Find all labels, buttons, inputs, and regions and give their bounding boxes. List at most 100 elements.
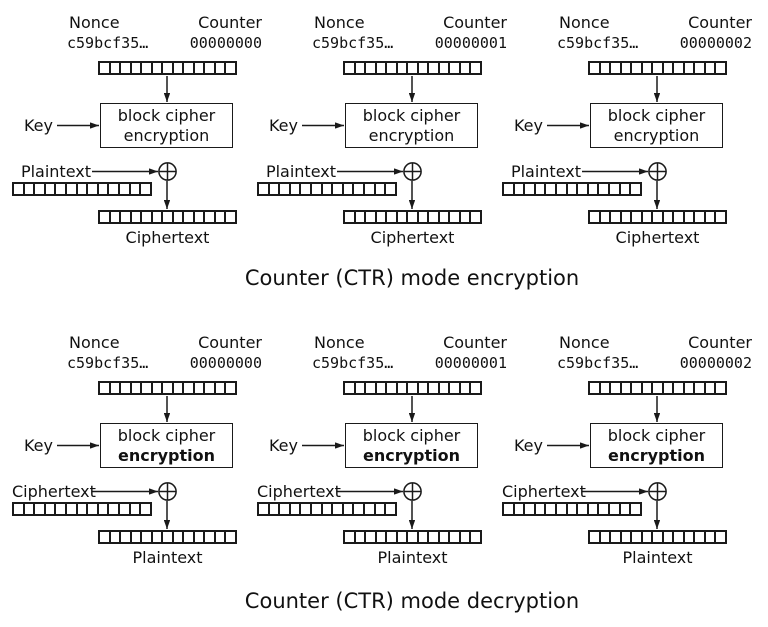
bit-cell — [365, 531, 376, 543]
bit-cell — [374, 183, 386, 195]
output-label: Ciphertext — [370, 228, 455, 247]
bit-cell — [225, 211, 236, 223]
bit-cell — [589, 531, 600, 543]
bit-cell — [375, 382, 387, 394]
bit-cell — [470, 62, 481, 74]
xor-input-label: Ciphertext — [257, 482, 341, 501]
bit-cell — [386, 211, 397, 223]
ctr-unit-decryption-2: Nonce c59bcf35… Counter 00000001 block c… — [257, 330, 507, 567]
bit-cell — [225, 531, 236, 543]
counter-block-bar — [343, 381, 482, 395]
counter-value: 00000001 — [434, 34, 507, 52]
bit-cell — [587, 503, 599, 515]
bit-cell — [300, 183, 312, 195]
xor-input-block-bar — [12, 502, 152, 516]
bit-cell — [630, 503, 641, 515]
bit-cell — [130, 531, 142, 543]
bit-cell — [66, 503, 77, 515]
key-label: Key — [513, 436, 543, 455]
xor-icon — [648, 162, 667, 181]
xor-input-label: Plaintext — [265, 162, 336, 181]
bit-cell — [513, 503, 525, 515]
bit-cell — [630, 183, 641, 195]
xor-icon — [403, 482, 422, 501]
counter-value: 00000002 — [679, 354, 752, 372]
bit-cell — [344, 62, 355, 74]
xor-icon — [158, 482, 177, 501]
key-label: Key — [23, 436, 53, 455]
nonce-label: Nonce — [559, 13, 610, 32]
bit-cell — [130, 211, 142, 223]
bit-cell — [673, 62, 684, 74]
bit-cell — [620, 211, 632, 223]
output-label: Ciphertext — [615, 228, 700, 247]
bit-cell — [365, 62, 376, 74]
bit-cell — [141, 531, 152, 543]
bit-cell — [375, 531, 387, 543]
counter-label: Counter — [198, 333, 262, 352]
output-block-bar — [343, 210, 482, 224]
bit-cell — [683, 531, 695, 543]
block-cipher-box: block cipher encryption — [345, 423, 478, 468]
nonce-value: c59bcf35… — [312, 354, 394, 372]
bit-cell — [374, 503, 386, 515]
bit-cell — [55, 503, 67, 515]
xor-input-label: Plaintext — [510, 162, 581, 181]
bit-cell — [417, 211, 429, 223]
bit-cell — [449, 211, 460, 223]
bit-cell — [344, 211, 355, 223]
bit-cell — [214, 382, 226, 394]
bit-cell — [417, 62, 429, 74]
bit-cell — [268, 183, 280, 195]
bit-cell — [129, 183, 141, 195]
bit-cell — [589, 62, 600, 74]
bit-cell — [704, 62, 716, 74]
bit-cell — [109, 62, 121, 74]
bit-cell — [459, 211, 471, 223]
bit-cell — [141, 382, 152, 394]
counter-value: 00000002 — [679, 34, 752, 52]
bit-cell — [652, 62, 663, 74]
bit-cell — [704, 382, 716, 394]
bit-cell — [344, 382, 355, 394]
xor-input-block-bar — [257, 182, 397, 196]
bit-cell — [428, 62, 439, 74]
bit-cell — [332, 183, 343, 195]
block-cipher-box-line1: block cipher — [607, 425, 706, 445]
xor-input-label: Ciphertext — [502, 482, 586, 501]
bit-cell — [396, 382, 408, 394]
bit-cell — [268, 503, 280, 515]
bit-cell — [99, 382, 110, 394]
bit-cell — [513, 183, 525, 195]
block-cipher-box-line1: block cipher — [117, 105, 216, 125]
bit-cell — [694, 531, 705, 543]
block-cipher-box: block cipher encryption — [345, 103, 478, 148]
bit-cell — [503, 183, 514, 195]
bit-cell — [193, 62, 205, 74]
bit-cell — [438, 211, 450, 223]
bit-cell — [673, 211, 684, 223]
bit-cell — [99, 62, 110, 74]
bit-cell — [631, 531, 642, 543]
encryption-title: Counter (CTR) mode encryption — [244, 266, 580, 290]
bit-cell — [599, 382, 611, 394]
bit-cell — [652, 382, 663, 394]
bit-cell — [438, 62, 450, 74]
output-label: Ciphertext — [125, 228, 210, 247]
bit-cell — [599, 531, 611, 543]
bit-cell — [108, 503, 120, 515]
bit-cell — [375, 211, 387, 223]
bit-cell — [279, 503, 290, 515]
bit-cell — [97, 503, 109, 515]
bit-cell — [311, 183, 322, 195]
bit-cell — [289, 183, 301, 195]
counter-label: Counter — [688, 13, 752, 32]
bit-cell — [354, 531, 366, 543]
bit-cell — [183, 531, 194, 543]
bit-cell — [141, 211, 152, 223]
bit-cell — [342, 183, 354, 195]
bit-cell — [129, 503, 141, 515]
counter-block-bar — [588, 381, 727, 395]
bit-cell — [172, 211, 184, 223]
bit-cell — [109, 531, 121, 543]
